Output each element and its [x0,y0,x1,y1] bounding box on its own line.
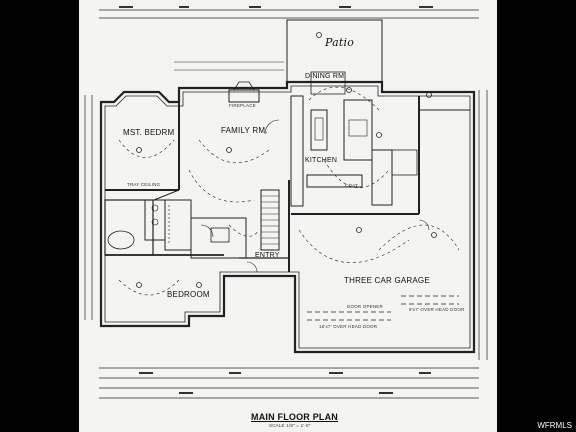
plan-scale: SCALE 1/8" = 1'-0" [269,423,311,428]
fireplace-note: FIREPLACE [229,103,256,108]
patio-label: Patio [325,36,355,49]
door-opener-note: DOOR OPENER [347,304,383,309]
dining-room-label: DINING RM. [305,73,347,80]
plan-title: MAIN FLOOR PLAN [251,412,338,422]
coat-closet-note: COAT [345,183,358,188]
overhead-door-note-2: 9'x7' OVER HEAD DOOR [409,307,465,312]
family-room-label: FAMILY RM. [221,126,268,135]
watermark: WFRMLS [537,421,572,430]
floor-plan-drawing [84,6,488,399]
entry-label: ENTRY [255,252,280,259]
garage-label: THREE CAR GARAGE [344,276,430,285]
kitchen-label: KITCHEN [305,157,338,164]
tray-ceiling-note: TRAY CEILING [127,182,161,187]
bedroom-label: BEDROOM [167,290,210,299]
overhead-door-note-1: 16'x7' OVER HEAD DOOR [319,324,378,329]
floor-plan-sheet: Patio DINING RM. MST. BEDRM FAMILY RM. K… [79,0,497,432]
master-bedroom-label: MST. BEDRM [123,128,175,137]
